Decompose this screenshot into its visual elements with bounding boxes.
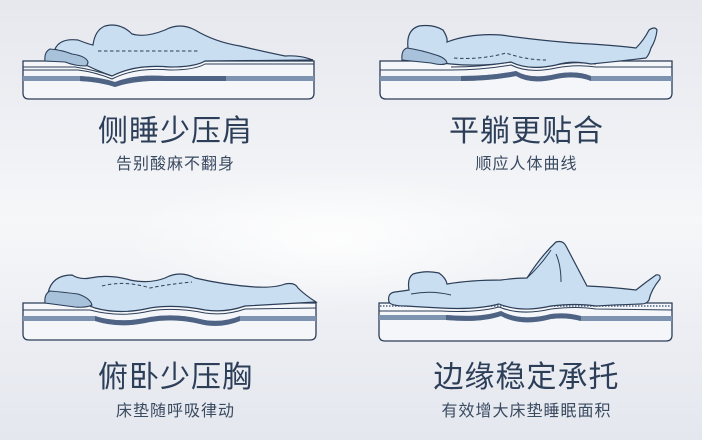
feature-subtitle: 顺应人体曲线 [475, 154, 578, 173]
feature-subtitle: 有效增大床垫睡眠面积 [441, 401, 612, 420]
feature-subtitle: 告别酸麻不翻身 [115, 154, 235, 173]
feature-panel-side-sleep: 侧睡少压肩 告别酸麻不翻身 [0, 0, 351, 220]
feature-title: 俯卧少压胸 [98, 360, 253, 395]
feature-title: 平躺更贴合 [449, 114, 604, 149]
prone-sleeping-illustration-icon [22, 273, 318, 341]
edge-support-illustration-icon [378, 240, 673, 342]
side-sleeping-illustration-icon [22, 24, 315, 100]
feature-panel-back-sleep: 平躺更贴合 顺应人体曲线 [351, 0, 702, 220]
feature-title: 侧睡少压肩 [98, 114, 253, 149]
feature-panel-edge-support: 边缘稳定承托 有效增大床垫睡眠面积 [351, 220, 702, 440]
back-sleeping-illustration-icon [379, 24, 673, 100]
feature-subtitle: 床垫随呼吸律动 [115, 401, 235, 420]
feature-panel-prone-sleep: 俯卧少压胸 床垫随呼吸律动 [0, 220, 351, 440]
feature-title: 边缘稳定承托 [433, 360, 620, 395]
